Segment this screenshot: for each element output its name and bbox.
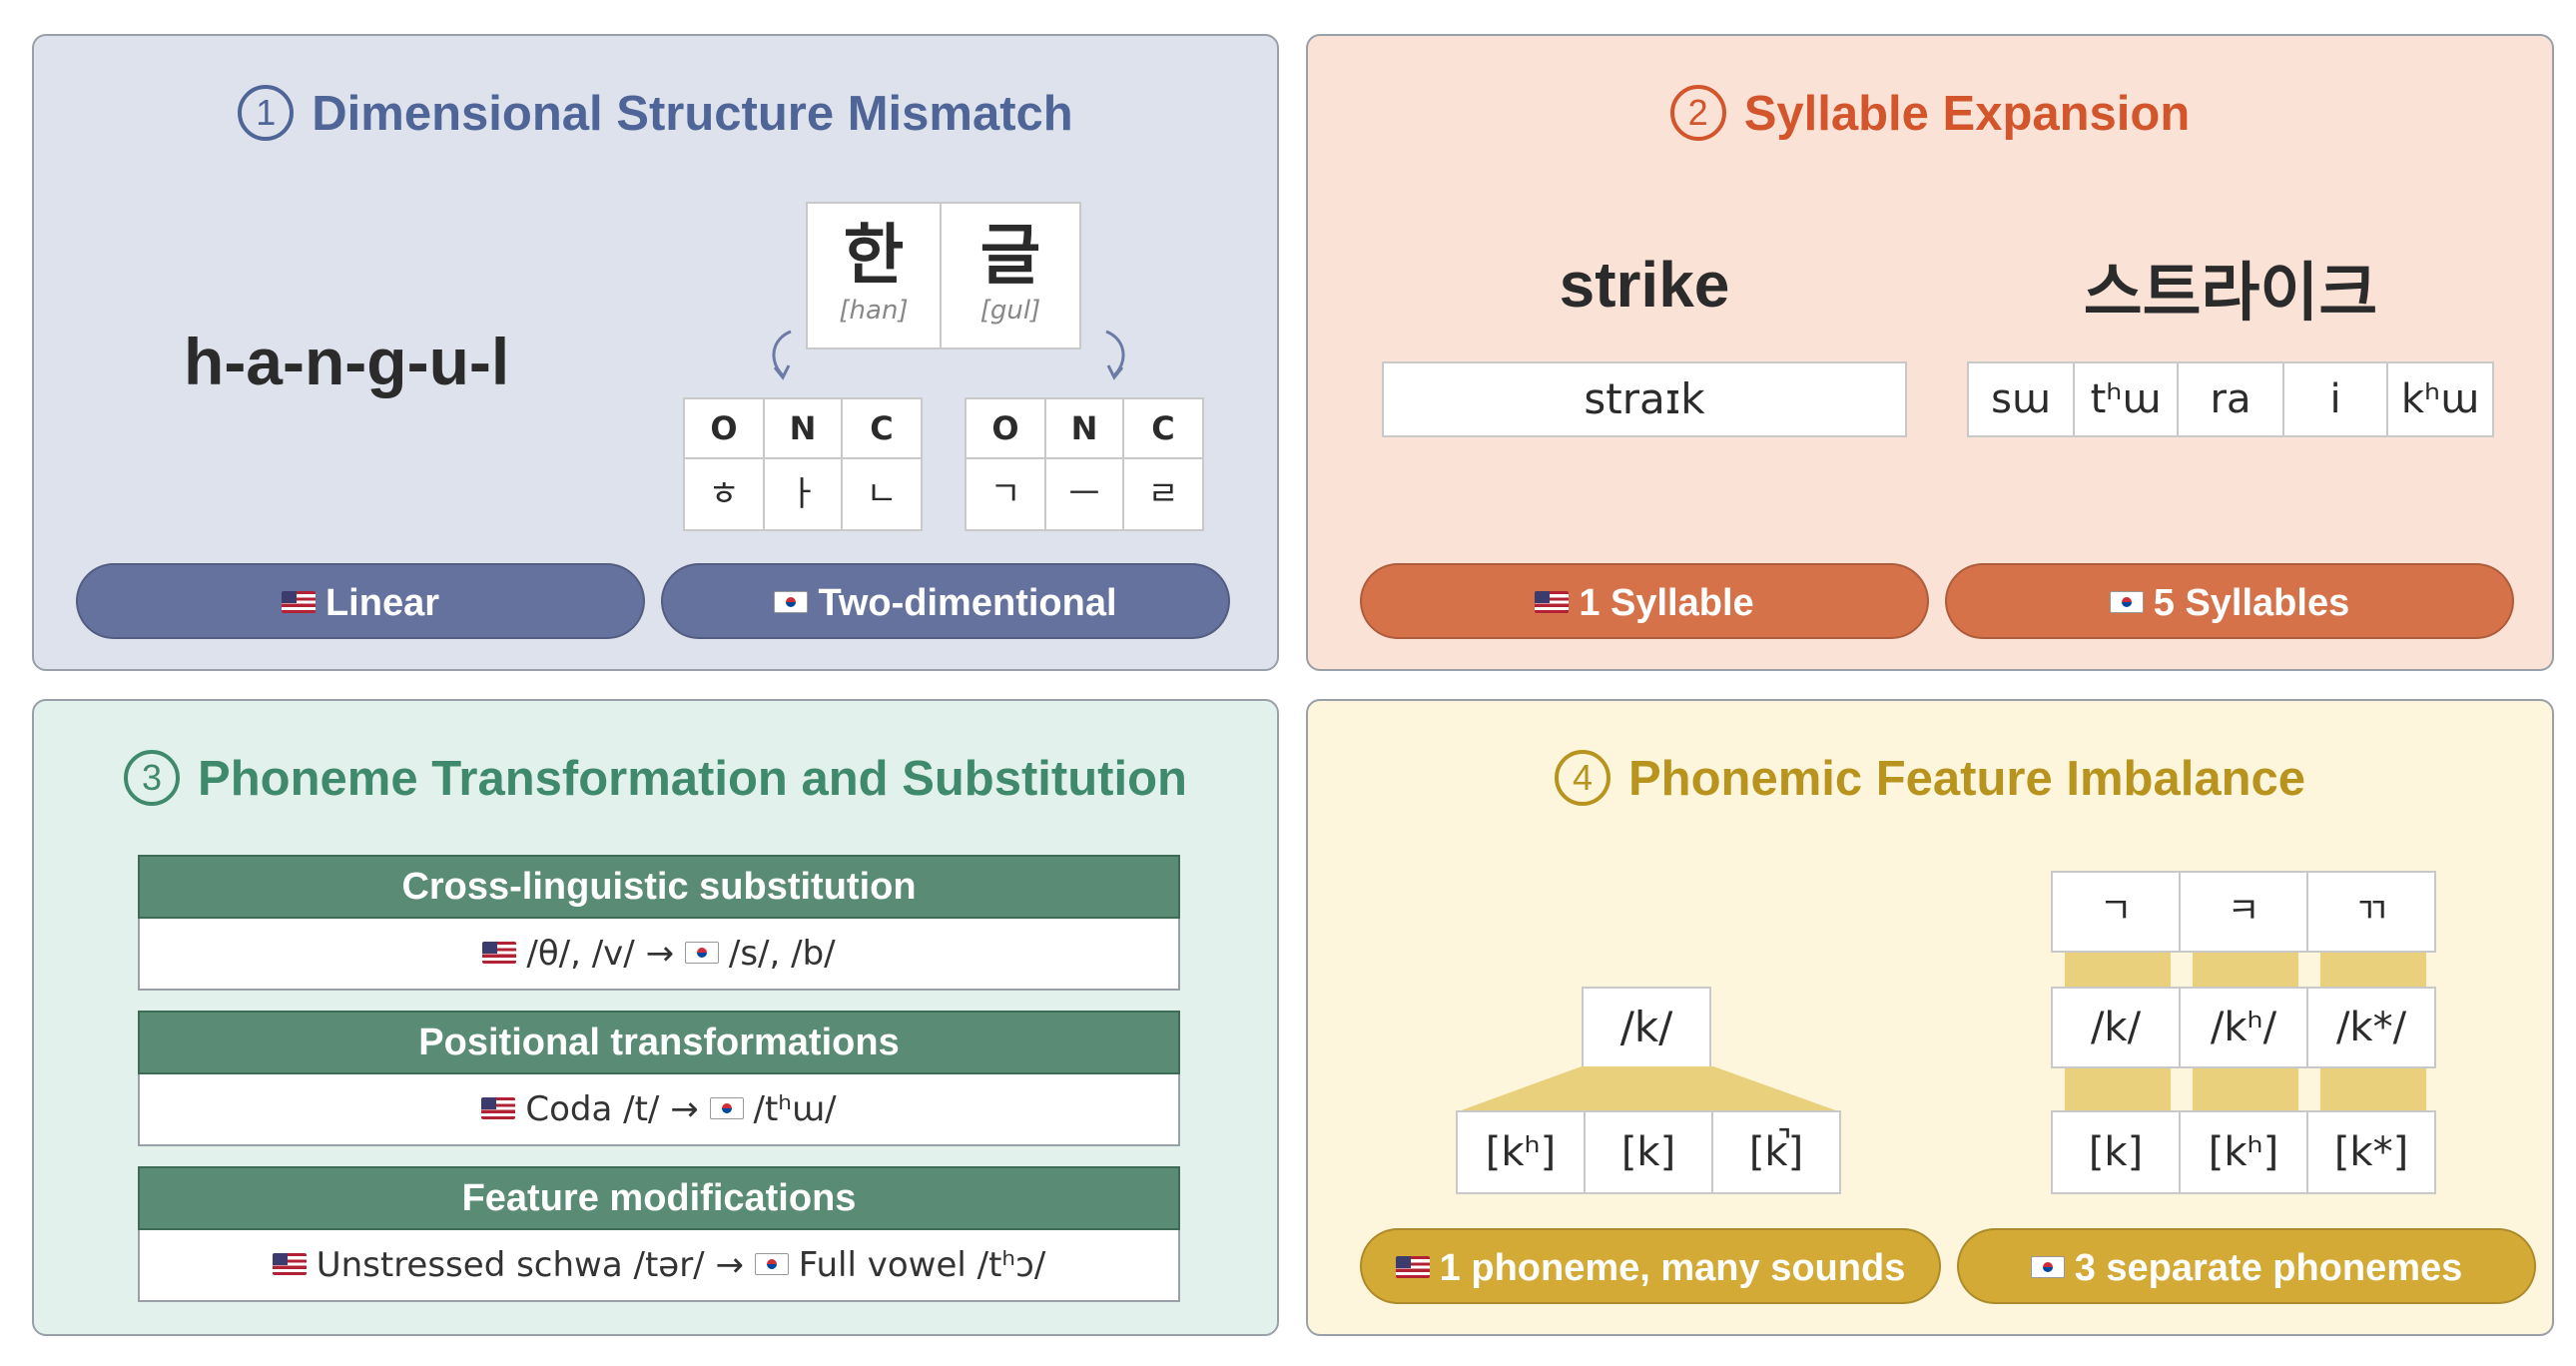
row-body-feature-modifications: Unstressed schwa /tər/ → Full vowel /tʰɔ…: [138, 1230, 1180, 1302]
us-flag-icon: [1535, 590, 1570, 613]
korea-flag-icon: [709, 1096, 744, 1119]
korea-flag-icon: [754, 1252, 789, 1275]
number-badge: 4: [1554, 750, 1610, 807]
ipa-strike: straɪk: [1382, 361, 1907, 437]
onc-jamo: ㄱ ㅡ ㄹ: [965, 457, 1204, 531]
english-word: h-a-n-g-u-l: [184, 325, 510, 398]
korean-sound-row: [k] [kʰ] [k*]: [2051, 1110, 2436, 1194]
pill-three-phonemes: 3 separate phonemes: [1957, 1228, 2536, 1304]
korea-flag-icon: [774, 590, 809, 613]
row-header-cross-linguistic: Cross-linguistic substitution: [138, 855, 1180, 919]
branch-fan-shape: [1456, 1066, 1841, 1112]
row-body-positional: Coda /t/ → /tʰɯ/: [138, 1074, 1180, 1146]
pill-one-phoneme: 1 phoneme, many sounds: [1360, 1228, 1941, 1304]
syllable-han: 한 [han]: [806, 202, 942, 349]
us-flag-icon: [272, 1252, 307, 1275]
pill-linear: Linear: [76, 563, 645, 639]
number-badge: 2: [1669, 85, 1726, 142]
us-flag-icon: [482, 941, 517, 964]
korean-jamo-row: ㄱ ㅋ ㄲ: [2051, 871, 2436, 953]
allophones: [kʰ] [k] [k̚]: [1456, 1110, 1841, 1194]
row-body-cross-linguistic: /θ/, /v/ → /s/, /b/: [138, 919, 1180, 991]
onc-headers: O N C: [965, 397, 1204, 459]
pill-two-dimensional: Two-dimentional: [661, 563, 1230, 639]
hangul-syllable-block: 한 [han] 글 [gul]: [806, 202, 1081, 349]
pill-1-syllable: 1 Syllable: [1360, 563, 1929, 639]
english-word-strike: strike: [1559, 249, 1730, 321]
korean-syllables: sɯ tʰɯ ra i kʰɯ: [1967, 361, 2494, 437]
connector-bars-top: [2065, 953, 2426, 987]
row-header-positional: Positional transformations: [138, 1011, 1180, 1074]
korea-flag-icon: [2030, 1255, 2065, 1278]
us-flag-icon: [1395, 1255, 1430, 1278]
curved-arrow-left-icon: [772, 330, 792, 380]
onc-table-han: O N C ㅎ ㅏ ㄴ: [683, 397, 923, 531]
korean-word-strike: 스트라이크: [2083, 257, 2378, 331]
korean-phoneme-row: /k/ /kʰ/ /k*/: [2051, 987, 2436, 1068]
onc-jamo: ㅎ ㅏ ㄴ: [683, 457, 923, 531]
phoneme-k: /k/: [1582, 987, 1711, 1068]
number-badge: 3: [124, 750, 181, 807]
korea-flag-icon: [2109, 590, 2144, 613]
us-flag-icon: [281, 590, 316, 613]
korea-flag-icon: [684, 941, 719, 964]
us-flag-icon: [481, 1096, 516, 1119]
onc-headers: O N C: [683, 397, 923, 459]
number-badge: 1: [238, 85, 295, 142]
row-header-feature-modifications: Feature modifications: [138, 1166, 1180, 1230]
syllable-gul: 글 [gul]: [940, 202, 1081, 349]
connector-bars-bottom: [2065, 1068, 2426, 1110]
onc-table-gul: O N C ㄱ ㅡ ㄹ: [965, 397, 1204, 531]
pill-5-syllables: 5 Syllables: [1945, 563, 2514, 639]
curved-arrow-right-icon: [1105, 330, 1125, 380]
